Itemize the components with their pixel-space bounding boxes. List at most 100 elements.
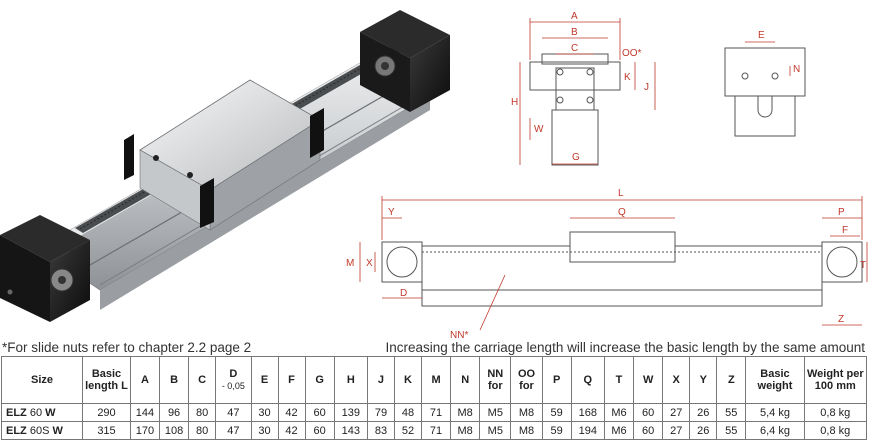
table-cell: 139 (333, 403, 368, 422)
table-cell: 55 (716, 403, 747, 422)
dim-label-c: C (571, 43, 578, 54)
column-header-label: G (315, 374, 324, 386)
table-cell: 0,8 kg (803, 421, 868, 440)
column-header-tolerance: - 0,05 (221, 381, 245, 391)
dim-label-y: Y (388, 207, 395, 218)
column-header: OO for (510, 356, 543, 404)
dim-label-n: N (793, 64, 800, 75)
table-cell: 315 (82, 421, 131, 440)
table-cell: M6 (603, 403, 635, 422)
table-cell: 59 (541, 403, 572, 422)
table-cell: M5 (479, 403, 512, 422)
column-header-label: OO for (517, 368, 536, 392)
column-header-label: F (288, 374, 295, 386)
table-cell: 79 (366, 403, 395, 422)
column-header: F (277, 356, 306, 404)
table-cell: 71 (420, 421, 452, 440)
size-cell: ELZ 60 W (0, 403, 84, 422)
table-cell: 26 (689, 421, 718, 440)
dim-label-k: K (624, 72, 631, 83)
column-header-label: C (198, 374, 207, 386)
table-cell: 42 (277, 421, 306, 440)
table-cell: 27 (662, 421, 691, 440)
table-cell: M8 (450, 403, 481, 422)
dim-label-l: L (618, 188, 624, 199)
column-header-label: J (377, 374, 385, 386)
table-cell: 96 (159, 403, 190, 422)
table-cell: 108 (159, 421, 190, 440)
dim-label-x: X (366, 258, 373, 269)
dim-label-g: G (572, 152, 580, 163)
table-cell: 71 (420, 403, 452, 422)
column-header-label: Basic length L (85, 368, 128, 392)
dim-label-e: E (758, 30, 765, 41)
column-header: B (159, 356, 190, 404)
column-header-label: Basic weight (757, 368, 793, 392)
column-header: N (450, 356, 481, 404)
size-prefix: ELZ (6, 424, 27, 437)
table-cell: 144 (129, 403, 161, 422)
table-cell: M8 (510, 421, 543, 440)
side-view-drawing (381, 231, 863, 307)
column-header: Basic weight (745, 356, 805, 404)
table-cell: 60 (304, 403, 335, 422)
table-cell: 52 (393, 421, 423, 440)
table-cell: 80 (188, 421, 217, 440)
column-header-label: NN for (487, 368, 504, 392)
column-header-label: E (260, 374, 269, 386)
table-cell: 48 (393, 403, 423, 422)
column-header: G (304, 356, 335, 404)
table-cell: M8 (450, 421, 481, 440)
table-cell: 26 (689, 403, 718, 422)
carriage-length-note: Increasing the carriage length will incr… (385, 340, 865, 355)
table-cell: M6 (603, 421, 635, 440)
dim-label-p: P (838, 207, 845, 218)
size-cell: ELZ 60S W (0, 421, 84, 440)
size-value: 60S (29, 424, 53, 437)
dim-label-t: T (860, 260, 866, 271)
table-cell: 59 (541, 421, 572, 440)
table-cell: 42 (277, 403, 306, 422)
column-header-label: X (672, 374, 680, 386)
table-cell: 60 (633, 421, 664, 440)
table-cell: 83 (366, 421, 395, 440)
size-suffix: W (52, 424, 63, 437)
dim-label-j: J (644, 82, 649, 93)
column-header-label: Z (727, 374, 735, 386)
table-cell: 80 (188, 403, 217, 422)
column-header: M (420, 356, 452, 404)
table-cell: 194 (570, 421, 605, 440)
size-suffix: W (45, 406, 56, 419)
column-header-label: A (140, 374, 149, 386)
table-cell: 6,4 kg (745, 421, 805, 440)
column-header-label: W (642, 374, 654, 386)
column-header: A (129, 356, 161, 404)
column-header: E (250, 356, 279, 404)
column-header-label: Y (699, 374, 707, 386)
end-view-drawing (724, 47, 806, 137)
column-header: H (333, 356, 368, 404)
column-header-label: Size (31, 374, 54, 386)
table-cell: 0,8 kg (803, 403, 868, 422)
size-prefix: ELZ (6, 406, 27, 419)
table-cell: 170 (129, 421, 161, 440)
table-cell: 60 (304, 421, 335, 440)
column-header: Y (689, 356, 718, 404)
table-cell: 55 (716, 421, 747, 440)
table-cell: M5 (479, 421, 512, 440)
column-header: Size (0, 356, 84, 404)
dim-label-h: H (511, 97, 518, 108)
column-header-label: Q (583, 374, 593, 386)
table-cell: 168 (570, 403, 605, 422)
column-header-label: N (461, 374, 470, 386)
linear-actuator-image (0, 10, 450, 322)
technical-drawings: A B C OO* H K J W G E N (346, 11, 868, 341)
table-cell: 30 (250, 403, 279, 422)
table-cell: 47 (215, 421, 252, 440)
column-header-label: P (552, 374, 561, 386)
